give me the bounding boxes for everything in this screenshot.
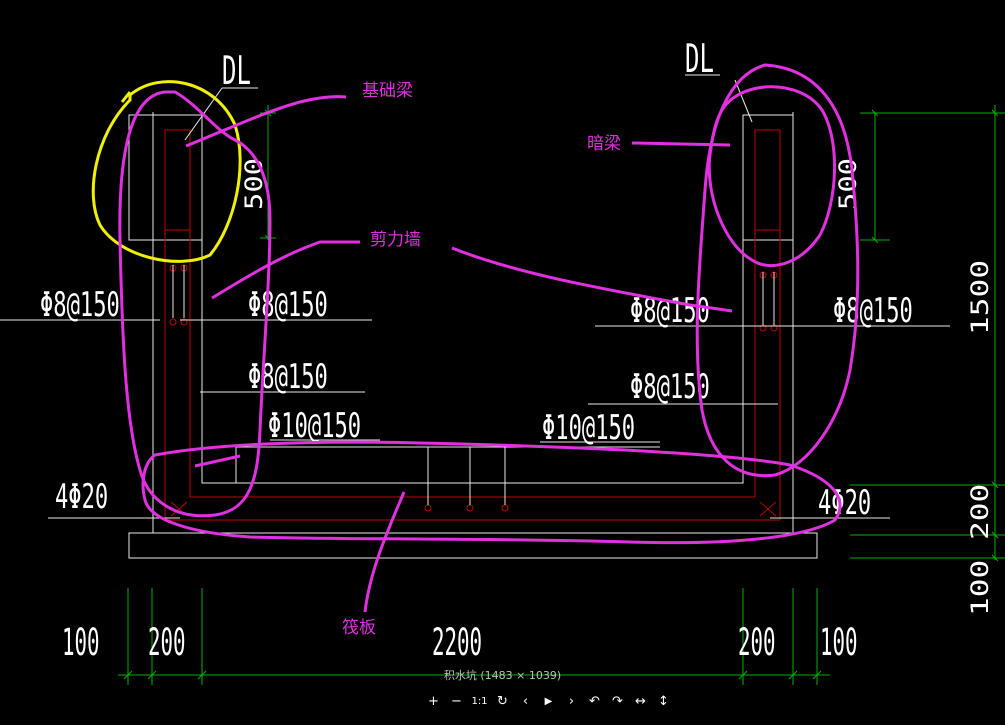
annotation-foundation-beam: 基础梁 bbox=[362, 81, 413, 101]
next-button[interactable]: › bbox=[568, 693, 575, 709]
dim-beam-height-right: 500 bbox=[834, 158, 862, 210]
slab-rebar-label-left: Φ10@150 bbox=[268, 405, 361, 445]
annotation-hidden-beam-loop bbox=[695, 63, 860, 478]
flip-horizontal-button[interactable]: ↔ bbox=[635, 693, 646, 709]
play-button[interactable]: ▶ bbox=[544, 695, 553, 707]
rebar-lines bbox=[164, 129, 781, 521]
rebar-label-left-inner: Φ8@150 bbox=[248, 284, 328, 324]
refresh-button[interactable]: ↻ bbox=[497, 693, 508, 709]
highlight-stroke-yellow bbox=[120, 91, 132, 103]
dl-label-right: DL bbox=[685, 36, 714, 82]
annotation-hidden-beam-pointer bbox=[631, 141, 731, 147]
rotate-left-button[interactable]: ↶ bbox=[589, 693, 600, 709]
rebar-label-left-inner2: Φ8@150 bbox=[248, 356, 328, 396]
annotation-shear-wall: 剪力墙 bbox=[370, 230, 421, 250]
annotation-slab-loop bbox=[141, 440, 842, 545]
cad-labels: DL DL Φ8@150 Φ8@150 Φ8@150 Φ10@150 Φ10@1… bbox=[40, 36, 994, 665]
viewer-toolbar: + − 1:1 ↻ ‹ ▶ › ↶ ↷ ↔ ↕ bbox=[424, 690, 673, 712]
annotation-foundation-beam-pointer bbox=[185, 95, 347, 148]
annotation-hidden-beam: 暗梁 bbox=[587, 134, 621, 154]
dim-beam-height-left: 500 bbox=[240, 158, 268, 210]
dim-slab-thickness: 200 bbox=[966, 484, 994, 540]
actual-size-button[interactable]: 1:1 bbox=[471, 695, 488, 707]
annotation-raft-pointer bbox=[363, 491, 406, 613]
dim-bottom-1: 200 bbox=[148, 622, 186, 665]
corner-bars-label-right: 4Φ20 bbox=[818, 482, 871, 522]
zoom-in-button[interactable]: + bbox=[428, 693, 439, 709]
image-caption: 积水坑 (1483 × 1039) bbox=[443, 669, 562, 682]
highlight-circle-yellow bbox=[91, 80, 242, 263]
rotate-right-button[interactable]: ↷ bbox=[612, 693, 623, 709]
dimension-lines bbox=[118, 105, 1005, 685]
slab-rebar-label-right: Φ10@150 bbox=[542, 407, 635, 447]
dim-bottom-4: 100 bbox=[820, 622, 858, 665]
dim-bottom-3: 200 bbox=[738, 622, 776, 665]
annotation-raft-pointer-left bbox=[194, 454, 241, 468]
leader-lines bbox=[0, 74, 950, 519]
zoom-out-button[interactable]: − bbox=[451, 693, 462, 709]
corner-bars-label-left: 4Φ20 bbox=[55, 476, 108, 516]
rebar-label-right-outer: Φ8@150 bbox=[833, 290, 913, 330]
dim-bedding-thickness: 100 bbox=[966, 560, 994, 616]
annotation-shear-wall-pointer-right bbox=[451, 246, 733, 313]
dl-label-left: DL bbox=[222, 48, 251, 94]
prev-button[interactable]: ‹ bbox=[522, 693, 529, 709]
annotation-strokes bbox=[118, 63, 860, 613]
dim-bottom-0: 100 bbox=[62, 622, 100, 665]
annotation-raft: 筏板 bbox=[342, 618, 376, 638]
flip-vertical-button[interactable]: ↕ bbox=[658, 693, 669, 709]
structure-outline bbox=[128, 112, 818, 559]
annotation-hidden-beam-inner bbox=[707, 85, 836, 268]
rebar-label-right-inner2: Φ8@150 bbox=[630, 366, 710, 406]
dim-bottom-2: 2200 bbox=[432, 622, 482, 665]
annotation-wall-left-loop bbox=[118, 90, 272, 518]
dim-wall-height: 1500 bbox=[966, 260, 994, 335]
rebar-label-left-outer: Φ8@150 bbox=[40, 284, 120, 324]
annotation-shear-wall-pointer-left bbox=[211, 240, 360, 300]
